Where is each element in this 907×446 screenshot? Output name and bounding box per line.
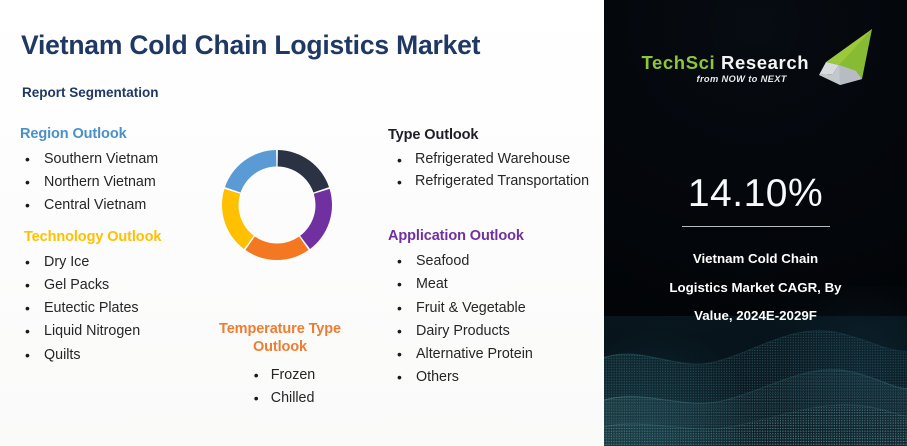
content-area: Vietnam Cold Chain Logistics Market Repo…: [0, 0, 604, 446]
particle-wave-decoration: [604, 316, 907, 446]
temperature-type-outlook-list: • Frozen • Chilled: [245, 364, 316, 410]
wave-svg: [604, 316, 907, 446]
technology-outlook-heading: Technology Outlook: [24, 229, 162, 245]
list-item-label: Frozen: [270, 367, 316, 384]
temperature-type-outlook-heading: Temperature Type Outlook: [196, 320, 364, 356]
list-item: • Dry Ice: [16, 251, 206, 274]
list-item-label: Chilled: [270, 390, 315, 407]
cagr-caption-line-2: Logistics Market CAGR, By: [669, 279, 842, 295]
report-segmentation-label: Report Segmentation: [22, 85, 159, 100]
bullet-icon: •: [25, 346, 30, 363]
list-item-label: Alternative Protein: [416, 346, 533, 363]
list-item: • Eutectic Plates: [16, 297, 206, 320]
list-item: • Refrigerated Warehouse: [388, 149, 600, 171]
technology-outlook-list: • Dry Ice • Gel Packs • Eutectic Plates • Li…: [16, 251, 206, 367]
bullet-icon: •: [253, 367, 259, 384]
divider-rule: [682, 226, 830, 227]
application-outlook-list: • Seafood • Meat • Fruit & Vegetable • Dairy…: [388, 250, 593, 390]
brand-panel: TechSci Research from NOW to NEXT 14.10%…: [604, 0, 907, 446]
bullet-icon: •: [397, 152, 402, 168]
heading-line-1: Temperature Type: [219, 321, 341, 337]
arrow-dart-icon: [818, 29, 872, 85]
list-item-label: Central Vietnam: [44, 197, 147, 214]
list-item-label: Meat: [416, 276, 448, 293]
list-item-label: Dry Ice: [44, 254, 90, 270]
donut-slice: [222, 188, 254, 249]
bullet-icon: •: [25, 254, 30, 270]
list-item: • Northern Vietnam: [16, 171, 196, 194]
bullet-icon: •: [25, 197, 30, 214]
logo-tagline: from NOW to NEXT: [696, 74, 787, 84]
techsci-research-logo: TechSci Research from NOW to NEXT: [604, 29, 907, 96]
logo-word-techsci: TechSci: [641, 52, 716, 73]
list-item: • Liquid Nitrogen: [16, 320, 206, 343]
bullet-icon: •: [397, 322, 402, 339]
type-outlook-section: Type Outlook • Refrigerated Warehouse • Re…: [388, 127, 600, 192]
list-item: • Seafood: [388, 250, 593, 273]
list-item-label: Refrigerated Transportation: [415, 172, 590, 189]
bullet-icon: •: [397, 299, 402, 316]
list-item-label: Fruit & Vegetable: [416, 299, 526, 316]
list-item: • Fruit & Vegetable: [388, 297, 593, 320]
bullet-icon: •: [397, 276, 402, 293]
region-outlook-heading: Region Outlook: [20, 126, 127, 142]
list-item-label: Northern Vietnam: [44, 174, 156, 191]
bullet-icon: •: [397, 346, 402, 363]
application-outlook-section: Application Outlook • Seafood • Meat • Frui…: [388, 228, 593, 390]
list-item-label: Southern Vietnam: [44, 151, 159, 167]
list-item: • Others: [388, 366, 593, 389]
cagr-caption-line-1: Vietnam Cold Chain: [692, 251, 819, 266]
list-item: • Quilts: [16, 344, 206, 367]
type-outlook-heading: Type Outlook: [388, 127, 479, 143]
list-item-label: Refrigerated Warehouse: [415, 151, 571, 167]
bullet-icon: •: [25, 323, 30, 340]
bullet-icon: •: [253, 390, 259, 407]
list-item: • Frozen: [245, 364, 316, 387]
list-item-label: Seafood: [416, 253, 470, 269]
bullet-icon: •: [397, 369, 402, 386]
list-item: • Chilled: [245, 387, 316, 410]
bullet-icon: •: [25, 300, 30, 317]
cagr-value: 14.10%: [687, 172, 824, 215]
donut-slice: [277, 150, 330, 193]
technology-outlook-section: Technology Outlook • Dry Ice • Gel Packs •…: [16, 229, 206, 367]
bullet-icon: •: [397, 173, 402, 190]
bullet-icon: •: [25, 174, 30, 191]
bullet-icon: •: [25, 151, 30, 167]
application-outlook-heading: Application Outlook: [388, 228, 524, 244]
cagr-caption-line-3: Value, 2024E-2029F: [694, 308, 817, 324]
list-item-label: Gel Packs: [44, 277, 110, 294]
page-title: Vietnam Cold Chain Logistics Market: [21, 30, 481, 60]
list-item: • Southern Vietnam: [16, 148, 196, 171]
bullet-icon: •: [25, 277, 30, 294]
region-outlook-list: • Southern Vietnam • Northern Vietnam • Cen…: [16, 148, 196, 217]
donut-slice: [224, 150, 277, 193]
list-item-label: Eutectic Plates: [44, 300, 139, 317]
temperature-type-outlook-section: Temperature Type Outlook • Frozen • Chille…: [196, 320, 364, 411]
list-item: • Central Vietnam: [16, 194, 196, 217]
list-item: • Meat: [388, 273, 593, 296]
list-item-label: Others: [416, 369, 459, 386]
logo-word-research: Research: [715, 52, 810, 73]
type-outlook-list: • Refrigerated Warehouse • Refrigerated Tr…: [388, 149, 600, 192]
cagr-caption: Vietnam Cold Chain Logistics Market CAGR…: [626, 245, 885, 331]
list-item: • Alternative Protein: [388, 343, 593, 366]
list-item: • Dairy Products: [388, 320, 593, 343]
donut-chart-svg: [222, 150, 332, 260]
segmentation-donut-chart: [218, 146, 336, 264]
list-item: • Gel Packs: [16, 274, 206, 297]
logo-wordmark: TechSci Research: [642, 52, 810, 74]
list-item-label: Dairy Products: [416, 322, 510, 339]
region-outlook-section: Region Outlook • Southern Vietnam • Northe…: [16, 126, 196, 217]
bullet-icon: •: [397, 253, 402, 269]
donut-slice: [300, 188, 332, 249]
donut-slice: [245, 236, 309, 260]
list-item: • Refrigerated Transportation: [388, 171, 600, 193]
heading-line-2: Outlook: [252, 339, 308, 356]
list-item-label: Quilts: [44, 346, 81, 363]
list-item-label: Liquid Nitrogen: [44, 323, 141, 340]
